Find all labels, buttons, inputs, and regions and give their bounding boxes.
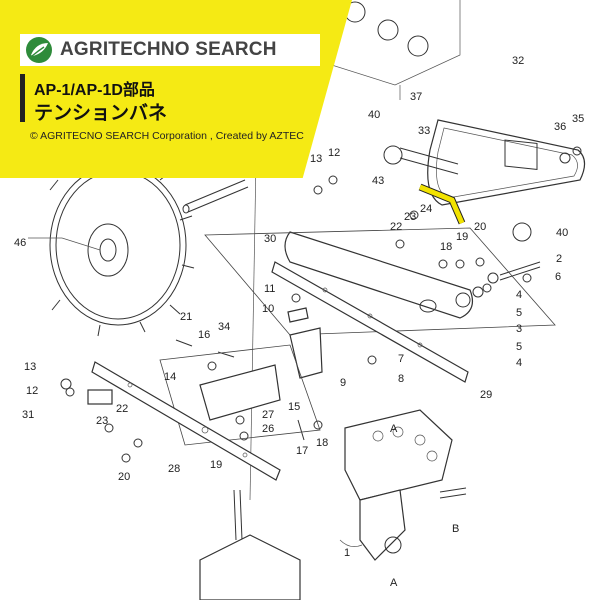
part-label: 16 (198, 329, 210, 341)
part-label: A (390, 423, 398, 435)
part-label: 40 (556, 227, 568, 239)
bottom-bar (91, 361, 281, 481)
part-label: 2 (556, 253, 562, 265)
part-label: 20 (118, 471, 130, 483)
part-label: 18 (316, 437, 328, 449)
part-label: 29 (480, 389, 492, 401)
part-label: 43 (372, 175, 384, 187)
part-label: 13 (310, 153, 322, 165)
part-label: 32 (512, 55, 524, 67)
part-label: 9 (340, 377, 346, 389)
part-label: 19 (210, 459, 222, 471)
part-label: 1 (344, 547, 350, 559)
part-name-title: テンションバネ (34, 103, 168, 124)
part-label: 12 (328, 147, 340, 159)
part-label: 40 (368, 109, 380, 121)
part-label: 46 (14, 237, 26, 249)
leaf-logo-icon (26, 37, 52, 63)
part-label: 24 (420, 203, 432, 215)
wheel (28, 161, 195, 337)
part-labels: 1234455678910111212131314151617181819192… (14, 55, 584, 589)
part-label: 31 (22, 409, 34, 421)
part-label: 30 (264, 233, 276, 245)
part-label: 7 (398, 353, 404, 365)
part-label: 21 (180, 311, 192, 323)
part-label: 17 (296, 445, 308, 457)
part-label: B (452, 523, 459, 535)
part-label: A (390, 577, 398, 589)
part-label: 10 (262, 303, 274, 315)
title-accent-bar (20, 74, 25, 122)
part-label: 28 (168, 463, 180, 475)
part-label: 23 (96, 415, 108, 427)
part-label: 12 (26, 385, 38, 397)
brand-name: AGRITECHNO SEARCH (60, 39, 277, 60)
part-label: 36 (554, 121, 566, 133)
part-label: 11 (264, 283, 275, 295)
part-label: 15 (288, 401, 300, 413)
center-bracket (159, 293, 377, 446)
chain (383, 145, 532, 242)
washer-cluster (313, 175, 541, 308)
part-label: 26 (262, 423, 274, 435)
part-label: 4 (516, 289, 522, 301)
part-label: 35 (572, 113, 584, 125)
part-label: 22 (390, 221, 402, 233)
part-label: 19 (456, 231, 468, 243)
part-label: 8 (398, 373, 404, 385)
control-box (344, 409, 467, 561)
part-label: 5 (516, 341, 522, 353)
part-label: 34 (218, 321, 230, 333)
part-label: 14 (164, 371, 176, 383)
part-label: 3 (516, 323, 522, 335)
part-label: 27 (262, 409, 274, 421)
part-label: 5 (516, 307, 522, 319)
part-label: 22 (116, 403, 128, 415)
header-banner (0, 0, 352, 178)
lever (199, 489, 363, 600)
part-label: 4 (516, 357, 522, 369)
copyright-line: © AGRITECNO SEARCH Corporation , Created… (30, 130, 304, 142)
part-label: 20 (474, 221, 486, 233)
tension-spring (418, 183, 466, 225)
part-label: 6 (555, 271, 561, 283)
brand-bar: AGRITECHNO SEARCH (20, 34, 320, 66)
arm-frame (204, 227, 556, 336)
part-label: 33 (418, 125, 430, 137)
part-label: 37 (410, 91, 422, 103)
part-label: 18 (440, 241, 452, 253)
model-title: AP-1/AP-1D部品 (34, 82, 155, 99)
left-small-parts (60, 378, 143, 463)
part-label: 23 (404, 211, 416, 223)
arm-bar (271, 261, 469, 383)
shaft (182, 179, 249, 214)
part-label: 13 (24, 361, 36, 373)
